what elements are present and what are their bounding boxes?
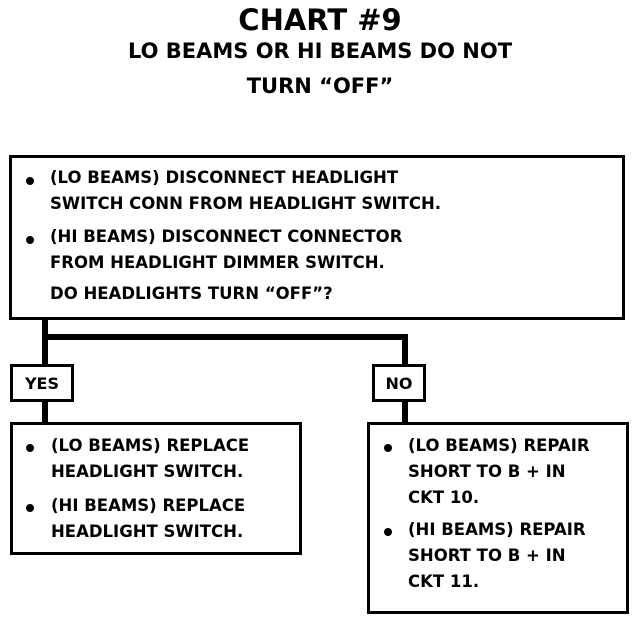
question-item2-line2: FROM HEADLIGHT DIMMER SWITCH.	[50, 253, 385, 272]
question-box: (LO BEAMS) DISCONNECT HEADLIGHT SWITCH C…	[9, 155, 625, 320]
yes-item2-line2: HEADLIGHT SWITCH.	[51, 522, 244, 541]
yes-label: YES	[10, 364, 74, 402]
no-item1-line3: CKT 10.	[408, 488, 480, 507]
question-item1-line2: SWITCH CONN FROM HEADLIGHT SWITCH.	[50, 194, 442, 213]
no-item2-line1: (HI BEAMS) REPAIR	[408, 520, 586, 539]
chart-title: CHART #9	[238, 3, 402, 37]
bullet-icon	[26, 177, 34, 185]
bullet-icon	[26, 444, 34, 452]
bullet-icon	[26, 236, 34, 244]
question-text: DO HEADLIGHTS TURN “OFF”?	[50, 284, 333, 303]
question-item1-line1: (LO BEAMS) DISCONNECT HEADLIGHT	[50, 168, 399, 187]
no-item1-line1: (LO BEAMS) REPAIR	[408, 436, 590, 455]
no-item2-line2: SHORT TO B + IN	[408, 546, 566, 565]
no-result-box: (LO BEAMS) REPAIR SHORT TO B + IN CKT 10…	[367, 422, 629, 614]
bullet-icon	[26, 504, 34, 512]
no-item2-line3: CKT 11.	[408, 572, 480, 591]
no-label: NO	[372, 364, 426, 402]
question-item2-line1: (HI BEAMS) DISCONNECT CONNECTOR	[50, 227, 403, 246]
chart-subtitle-line1: LO BEAMS OR HI BEAMS DO NOT	[127, 39, 513, 63]
bullet-icon	[384, 528, 392, 536]
no-item1-line2: SHORT TO B + IN	[408, 462, 566, 481]
yes-result-box: (LO BEAMS) REPLACE HEADLIGHT SWITCH. (HI…	[10, 422, 302, 555]
chart-subtitle-line2: TURN “OFF”	[246, 74, 394, 98]
yes-item1-line1: (LO BEAMS) REPLACE	[51, 436, 250, 455]
bullet-icon	[384, 444, 392, 452]
yes-item2-line1: (HI BEAMS) REPLACE	[51, 496, 246, 515]
yes-item1-line2: HEADLIGHT SWITCH.	[51, 462, 244, 481]
